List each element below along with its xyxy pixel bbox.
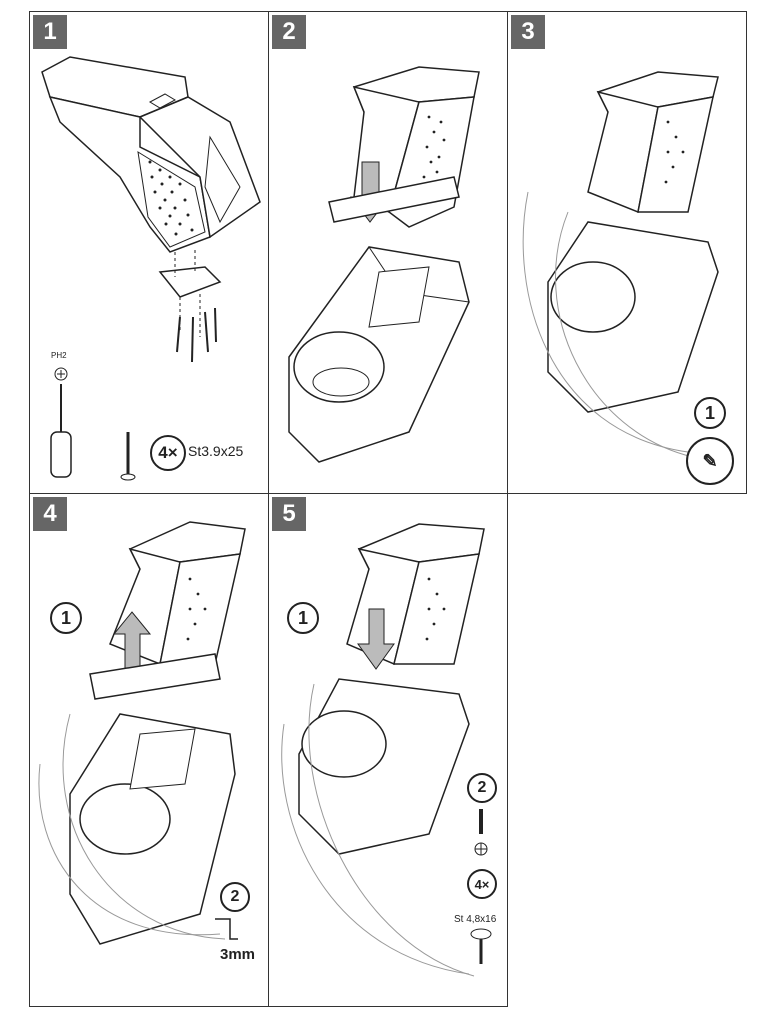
step-number: 3 <box>511 15 545 49</box>
step-3-panel: 3 1 ✎ <box>507 11 747 494</box>
armrest-illustration <box>41 56 261 481</box>
step-1-panel: 1 <box>29 11 269 494</box>
tool-label: PH2 <box>51 351 67 360</box>
measure-label: 3mm <box>220 946 256 963</box>
step-number: 1 <box>33 15 67 49</box>
callout-2: 2 <box>220 882 250 912</box>
step-number: 4 <box>33 497 67 531</box>
screw-spec: St3.9x25 <box>188 443 244 459</box>
callout-1: 1 <box>50 602 82 634</box>
callout-2: 2 <box>467 773 497 803</box>
armrest-install-illustration <box>288 66 480 463</box>
step-number: 5 <box>272 497 306 531</box>
callout-1: 1 <box>694 397 726 429</box>
step-5-panel: 5 1 2 4× St 4,8x16 <box>268 493 508 1007</box>
screw-spec: St 4,8x16 <box>454 914 497 925</box>
hand-tool-icon: ✎ <box>686 437 734 485</box>
step-4-panel: 4 1 2 3mm <box>29 493 269 1007</box>
screw-count-badge: 4× <box>150 435 186 471</box>
armrest-lift-illustration <box>38 521 246 945</box>
step-2-panel: 2 <box>268 11 508 494</box>
screw-count-badge: 4× <box>467 869 497 899</box>
armrest-fixing-illustration <box>522 71 719 458</box>
callout-1: 1 <box>287 602 319 634</box>
armrest-final-illustration <box>281 523 492 977</box>
step-number: 2 <box>272 15 306 49</box>
